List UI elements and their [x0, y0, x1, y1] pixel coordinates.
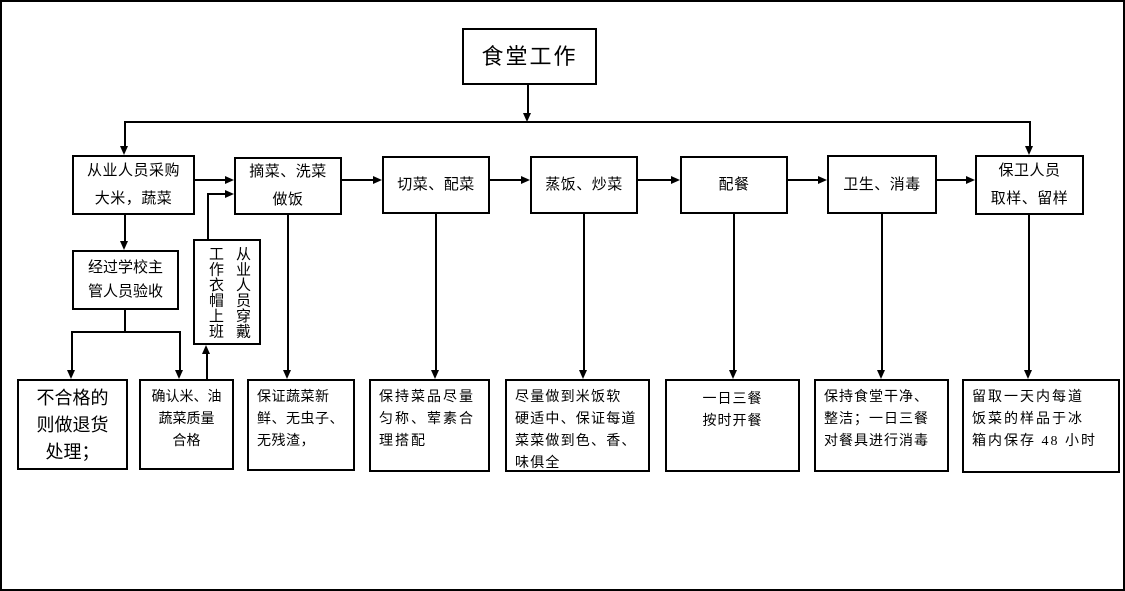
- node-sample-storage: 留取一天内每道 饭菜的样品于冰 箱内保存 48 小时: [962, 379, 1120, 473]
- arrowhead-t5-ontime: [729, 370, 737, 379]
- node-cut-match: 切菜、配菜: [382, 156, 490, 214]
- connector-t5-t6: [788, 179, 819, 181]
- connector-distribution-line: [125, 121, 1031, 123]
- connector-quality-uniform: [206, 353, 208, 379]
- arrowhead-t2-t3: [373, 175, 382, 184]
- connector-split-horizontal: [71, 331, 181, 333]
- connector-split-to-reject: [71, 331, 73, 372]
- arrowhead-t1-t2: [225, 175, 234, 184]
- arrowhead-uniform-prep: [225, 189, 234, 198]
- node-security-sampling: 保卫人员 取样、留样: [975, 155, 1084, 215]
- connector-t7-storage: [1028, 215, 1030, 372]
- connector-t1-t2: [195, 179, 226, 181]
- connector-uniform-right: [207, 193, 226, 195]
- node-meals-on-time: 一日三餐 按时开餐: [665, 379, 800, 472]
- connector-t2-t3: [342, 179, 375, 181]
- node-uniform-note: 从业人员穿戴工作衣帽上班: [193, 239, 261, 345]
- node-procurement: 从业人员采购 大米，蔬菜: [72, 155, 195, 215]
- arrowhead-quality-uniform: [202, 345, 210, 354]
- connector-drop-left: [124, 121, 126, 148]
- connector-t4-taste: [583, 214, 585, 372]
- arrowhead-split-reject: [67, 370, 75, 379]
- connector-split-to-quality: [179, 331, 181, 372]
- arrowhead-drop-left: [120, 146, 128, 155]
- node-canteen-work: 食堂工作: [462, 28, 597, 85]
- connector-t3-balance: [435, 214, 437, 372]
- node-dish-balance: 保持菜品尽量 匀称、荤素合 理搭配: [369, 379, 490, 472]
- connector-inspection-down: [124, 310, 126, 333]
- connector-root-down: [527, 85, 529, 115]
- node-pick-wash-cook: 摘菜、洗菜 做饭: [234, 157, 342, 215]
- node-steam-fry: 蒸饭、炒菜: [530, 156, 638, 214]
- node-canteen-clean: 保持食堂干净、 整洁；一日三餐 对餐具进行消毒: [814, 379, 949, 472]
- node-school-inspection: 经过学校主 管人员验收: [72, 250, 179, 310]
- arrowhead-split-quality: [175, 370, 183, 379]
- node-meal-serving: 配餐: [680, 156, 788, 214]
- connector-t1-inspection: [124, 215, 126, 243]
- connector-t5-ontime: [733, 214, 735, 372]
- arrowhead-t3-balance: [431, 370, 439, 379]
- node-confirm-quality: 确认米、油 蔬菜质量 合格: [139, 379, 234, 470]
- arrowhead-t6-clean: [877, 370, 885, 379]
- node-rice-taste: 尽量做到米饭软 硬适中、保证每道 菜菜做到色、香、 味俱全: [505, 379, 650, 472]
- connector-uniform-up: [207, 193, 209, 239]
- connector-drop-right: [1029, 121, 1031, 148]
- node-fresh-vegetables: 保证蔬菜新 鲜、无虫子、 无残渣，: [247, 379, 355, 471]
- node-reject-return: 不合格的 则做退货 处理；: [17, 379, 128, 470]
- arrowhead-t4-taste: [579, 370, 587, 379]
- arrowhead-t5-t6: [818, 175, 827, 184]
- arrowhead-t3-t4: [521, 175, 530, 184]
- arrowhead-t1-inspection: [120, 241, 128, 250]
- arrowhead-root-down: [523, 113, 531, 122]
- connector-t6-t7: [937, 179, 967, 181]
- connector-t4-t5: [638, 179, 672, 181]
- arrowhead-t6-t7: [966, 175, 975, 184]
- node-hygiene-disinfect: 卫生、消毒: [827, 155, 937, 214]
- arrowhead-t4-t5: [671, 175, 680, 184]
- connector-t2-fresh: [287, 215, 289, 372]
- arrowhead-drop-right: [1025, 146, 1033, 155]
- connector-t3-t4: [490, 179, 522, 181]
- arrowhead-t2-fresh: [283, 370, 291, 379]
- connector-t6-clean: [881, 214, 883, 372]
- arrowhead-t7-storage: [1024, 370, 1032, 379]
